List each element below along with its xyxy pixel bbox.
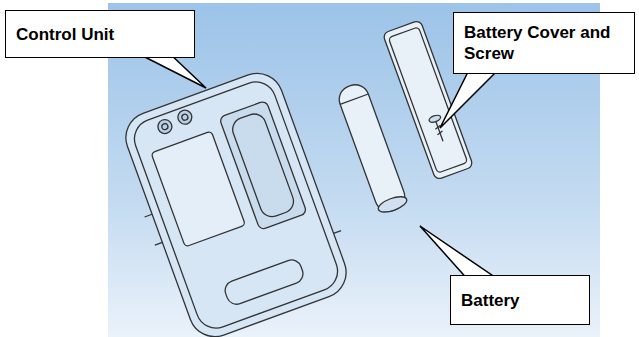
callout-label: Battery bbox=[461, 290, 520, 311]
callout-tail bbox=[440, 68, 500, 128]
callout-tail bbox=[420, 226, 502, 282]
callout-box: Control Unit bbox=[5, 10, 195, 58]
control-unit-drawing bbox=[111, 63, 361, 337]
callout-box: Battery Cover and Screw bbox=[453, 12, 635, 74]
callout-label: Battery Cover and Screw bbox=[464, 22, 624, 64]
battery-drawing bbox=[335, 81, 408, 215]
callout-label: Control Unit bbox=[16, 24, 114, 45]
callout-box: Battery bbox=[450, 275, 590, 325]
